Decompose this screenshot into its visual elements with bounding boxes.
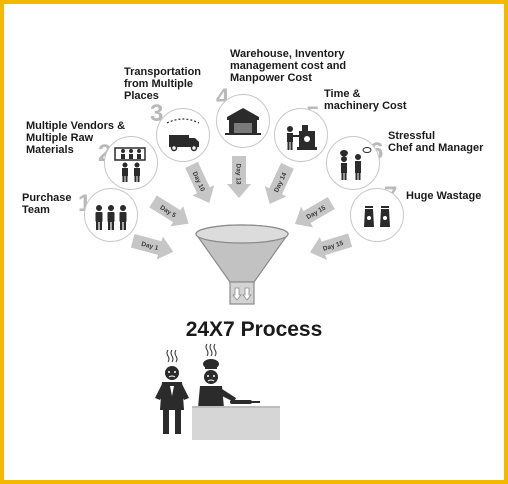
- machinery-icon: [274, 108, 328, 162]
- process-title: 24X7 Process: [185, 318, 323, 341]
- team-icon: [84, 188, 138, 242]
- day-arrow-1: Day 1: [130, 234, 174, 260]
- day-arrow-7: Day 15: [309, 233, 353, 260]
- day-arrow-2: Day 5: [149, 195, 189, 227]
- step-7-label: Huge Wastage: [406, 190, 482, 202]
- day-label-1: Day 1: [141, 241, 160, 252]
- day-arrow-3: Day 10: [185, 161, 215, 203]
- vendors-icon: [104, 136, 158, 190]
- warehouse-icon: [216, 94, 270, 148]
- chef-manager-icon: [326, 136, 380, 190]
- day-label-4: Day 13: [235, 164, 242, 185]
- truck-icon: [156, 108, 210, 162]
- day-arrow-5: Day 14: [264, 162, 294, 204]
- wastage-icon: [350, 188, 404, 242]
- step-5-label: Time &machinery Cost: [324, 88, 407, 112]
- day-arrow-4: Day 13: [227, 156, 251, 198]
